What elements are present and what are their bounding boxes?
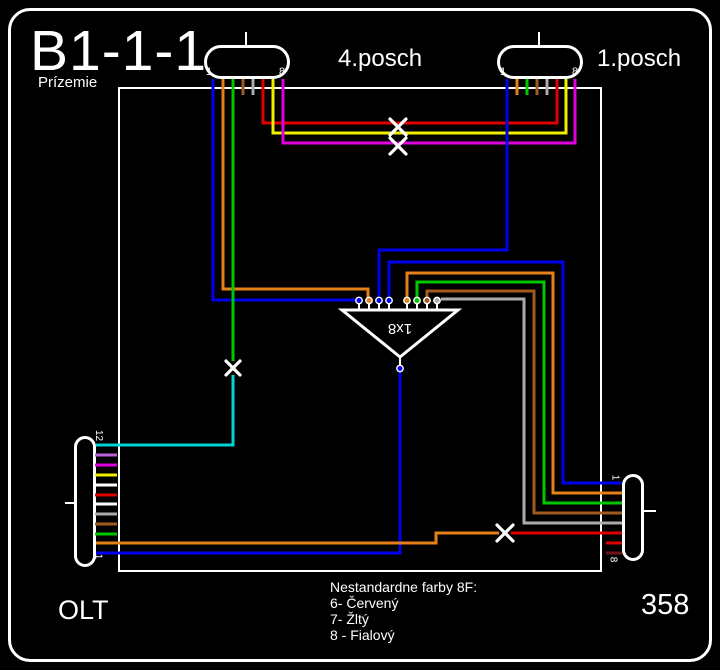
nonstandard-colors-note: Nestandardne farby 8F: 6- Červený 7- Žlt… [330,579,477,643]
wire-fiber1-blue-4posch-to-splitter [211,79,356,302]
page-title: B1-1-1 [30,19,208,83]
splitter-1x8-triangle [337,308,463,359]
splice-x-mark [495,523,515,543]
connector-358 [622,474,644,561]
connector-key-tab [642,510,656,512]
connector-4posch [204,45,290,79]
wire-olt-pin2-orange [96,531,499,545]
splitter-pin [413,296,421,305]
building-frame [118,87,602,572]
splitter-pin [385,296,393,305]
note-line: Nestandardne farby 8F: [330,579,478,595]
note-line: 8 - Fialový [330,627,395,643]
connector-key-tab [538,32,540,46]
note-line: 7- Žltý [330,611,369,627]
wire-fiber1-blue-1posch-to-splitter [377,79,509,300]
pin-label: 1 [609,474,621,481]
splitter-pin [403,296,411,305]
splitter-pin [375,296,383,305]
wire-splitter-to-358-orange [405,271,622,495]
splitter-label: 1x8 [387,320,413,337]
label-1posch: 1.posch [597,45,682,72]
splitter-output-pin [396,364,404,373]
splitter-pin [365,296,373,305]
wire-splitter-output-to-olt-pin1 [96,372,402,555]
splice-x-mark [388,117,408,137]
splitter-pin [355,296,363,305]
wire-splitter-to-358-blue [387,260,622,485]
pin-label: 1 [500,66,507,78]
outer-border [8,8,712,662]
wire-aqua-to-olt-pin12 [96,375,235,447]
wire-fiber8-violet-link [281,79,577,145]
splitter-pin [423,296,431,305]
wire-fiber2-orange-4posch-to-splitter [221,79,370,300]
connector-olt [74,436,96,567]
note-line: 6- Červený [330,595,399,611]
pin-label: 1 [206,66,213,78]
pin-label: 8 [607,556,619,563]
label-358: 358 [641,589,690,621]
pin-label: 1 [92,553,104,560]
splice-x-mark [388,136,408,156]
connector-1posch [497,45,583,79]
splitter-pin [433,296,441,305]
pin-label: 12 [93,429,105,442]
connector-key-tab [65,502,75,504]
pin-label: 8 [279,66,286,78]
floor-label: Prízemie [38,74,98,91]
wire-fiber7-yellow-link [271,79,568,135]
label-4posch: 4.posch [338,45,423,72]
wire-splitter-to-358-gray [441,297,622,525]
splice-x-mark [224,359,242,377]
wire-splitter-to-358-green [415,280,622,505]
pin-label: 8 [572,66,579,78]
connector-key-tab [245,32,247,46]
wire-fiber6-red-link [261,79,559,125]
label-olt: OLT [58,595,109,625]
wire-splitter-to-358-brown [425,289,622,515]
